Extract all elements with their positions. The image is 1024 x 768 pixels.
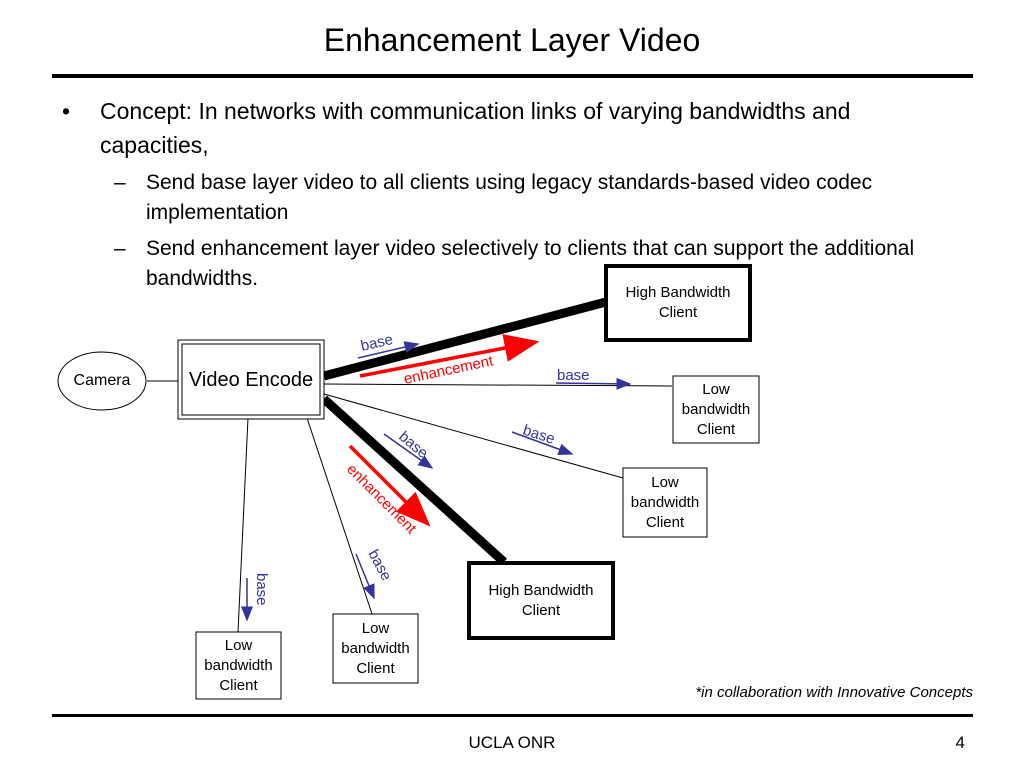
base-label-high-2: base bbox=[395, 428, 431, 462]
high-client-1-box bbox=[604, 264, 752, 342]
thin-link-low-client-1 bbox=[323, 383, 673, 387]
low-client-4-box bbox=[332, 613, 419, 684]
thick-link-high-client-1 bbox=[322, 297, 608, 381]
sub-bullet-text: Send base layer video to all clients usi… bbox=[146, 171, 873, 224]
dash-glyph: – bbox=[114, 171, 126, 194]
base-label-low-2: base bbox=[521, 422, 557, 448]
footer-divider bbox=[52, 714, 973, 717]
collaboration-note: *in collaboration with Innovative Concep… bbox=[695, 684, 973, 701]
enhancement-arrow-high-2 bbox=[348, 444, 431, 527]
bullet-text: Concept: In networks with communication … bbox=[100, 98, 851, 158]
low-client-3-label: Low bandwidth Client bbox=[204, 636, 273, 694]
encoder-box-inner bbox=[181, 343, 321, 416]
encoder-box-outer bbox=[177, 339, 325, 420]
thin-link-low-client-4 bbox=[306, 417, 373, 615]
encoder-label: Video Encode bbox=[188, 368, 314, 391]
slide-title: Enhancement Layer Video bbox=[323, 22, 701, 58]
low-client-1-label: Low bandwidth Client bbox=[681, 380, 751, 438]
page-number: 4 bbox=[955, 733, 965, 752]
low-client-2-label: Low bandwidth Client bbox=[630, 474, 700, 531]
high-client-2-box bbox=[467, 561, 615, 640]
thick-link-high-client-2 bbox=[320, 395, 508, 566]
footer-text: UCLA ONR bbox=[468, 733, 556, 752]
thin-link-low-client-3 bbox=[237, 417, 249, 633]
title-divider bbox=[52, 74, 973, 78]
low-client-1-box bbox=[672, 375, 760, 444]
base-label-low-3: base bbox=[253, 573, 270, 606]
base-arrow-high-2 bbox=[383, 433, 434, 469]
base-arrow-low-1 bbox=[555, 377, 632, 390]
thin-link-low-client-2 bbox=[323, 393, 624, 479]
base-arrow-low-4 bbox=[355, 553, 375, 600]
camera-node bbox=[57, 351, 147, 411]
base-label-low-1: base bbox=[557, 367, 590, 384]
base-arrow-high-1 bbox=[357, 341, 420, 359]
enhancement-arrow-high-1 bbox=[359, 334, 540, 378]
low-client-2-box bbox=[622, 467, 708, 538]
camera-label: Camera bbox=[73, 372, 131, 389]
bullet-glyph: • bbox=[62, 98, 71, 124]
dash-glyph: – bbox=[114, 237, 126, 260]
high-client-1-label: High Bandwidth Client bbox=[625, 284, 731, 321]
base-arrow-low-2 bbox=[511, 431, 574, 455]
high-client-2-label: High Bandwidth Client bbox=[488, 581, 594, 619]
sub-bullet-text: Send enhancement layer video selectively… bbox=[146, 237, 915, 290]
low-client-4-label: Low bandwidth Client bbox=[341, 619, 410, 677]
low-client-3-box bbox=[195, 631, 282, 700]
base-label-low-4: base bbox=[364, 547, 394, 584]
base-label-high-1: base bbox=[359, 331, 395, 355]
